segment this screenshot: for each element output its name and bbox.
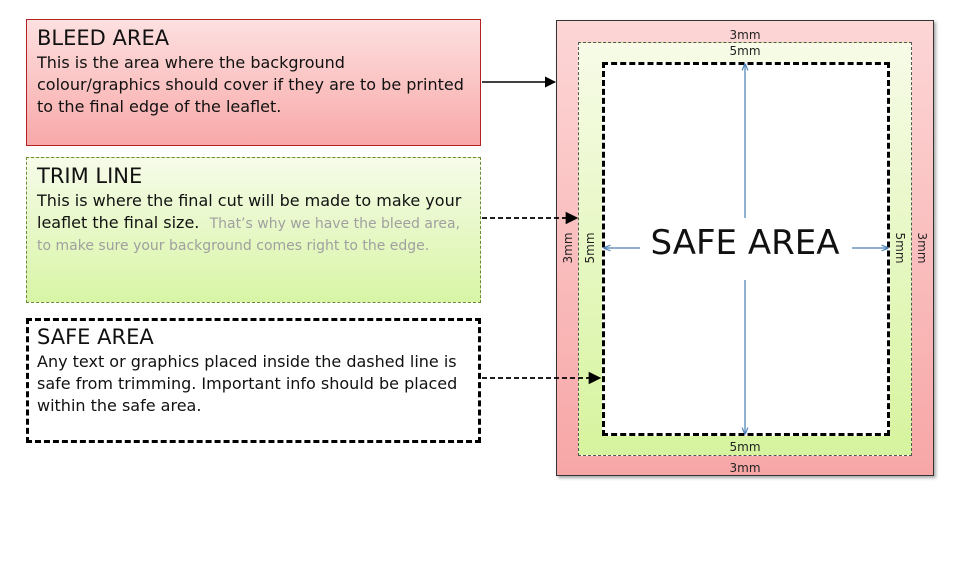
trim-line-description: This is where the final cut will be made… — [37, 190, 470, 256]
bleed-top-dimension: 3mm — [729, 28, 761, 42]
bleed-left-dimension: 3mm — [561, 232, 575, 264]
safe-area-description: Any text or graphics placed inside the d… — [37, 352, 458, 415]
trim-line-note: That’s why we have the bleed area, to ma… — [37, 216, 461, 254]
safe-left-dimension: 5mm — [583, 232, 597, 264]
safe-bottom-dimension: 5mm — [729, 440, 761, 454]
bleed-right-dimension: 3mm — [915, 232, 929, 264]
safe-area-info-box: SAFE AREA Any text or graphics placed in… — [26, 318, 481, 443]
trim-line-heading: TRIM LINE — [37, 164, 143, 188]
bleed-area-info-box: BLEED AREA This is the area where the ba… — [26, 19, 481, 146]
bleed-area-heading: BLEED AREA — [37, 26, 170, 50]
bleed-area-description: This is the area where the background co… — [37, 53, 464, 116]
safe-top-dimension: 5mm — [729, 44, 761, 58]
safe-right-dimension: 5mm — [893, 232, 907, 264]
safe-area-diagram-label: SAFE AREA — [646, 223, 844, 263]
trim-line-main-text: This is where the final cut will be made… — [37, 191, 462, 232]
bleed-bottom-dimension: 3mm — [729, 461, 761, 475]
trim-line-info-box: TRIM LINE This is where the final cut wi… — [26, 157, 481, 303]
safe-area-heading: SAFE AREA — [37, 325, 154, 349]
